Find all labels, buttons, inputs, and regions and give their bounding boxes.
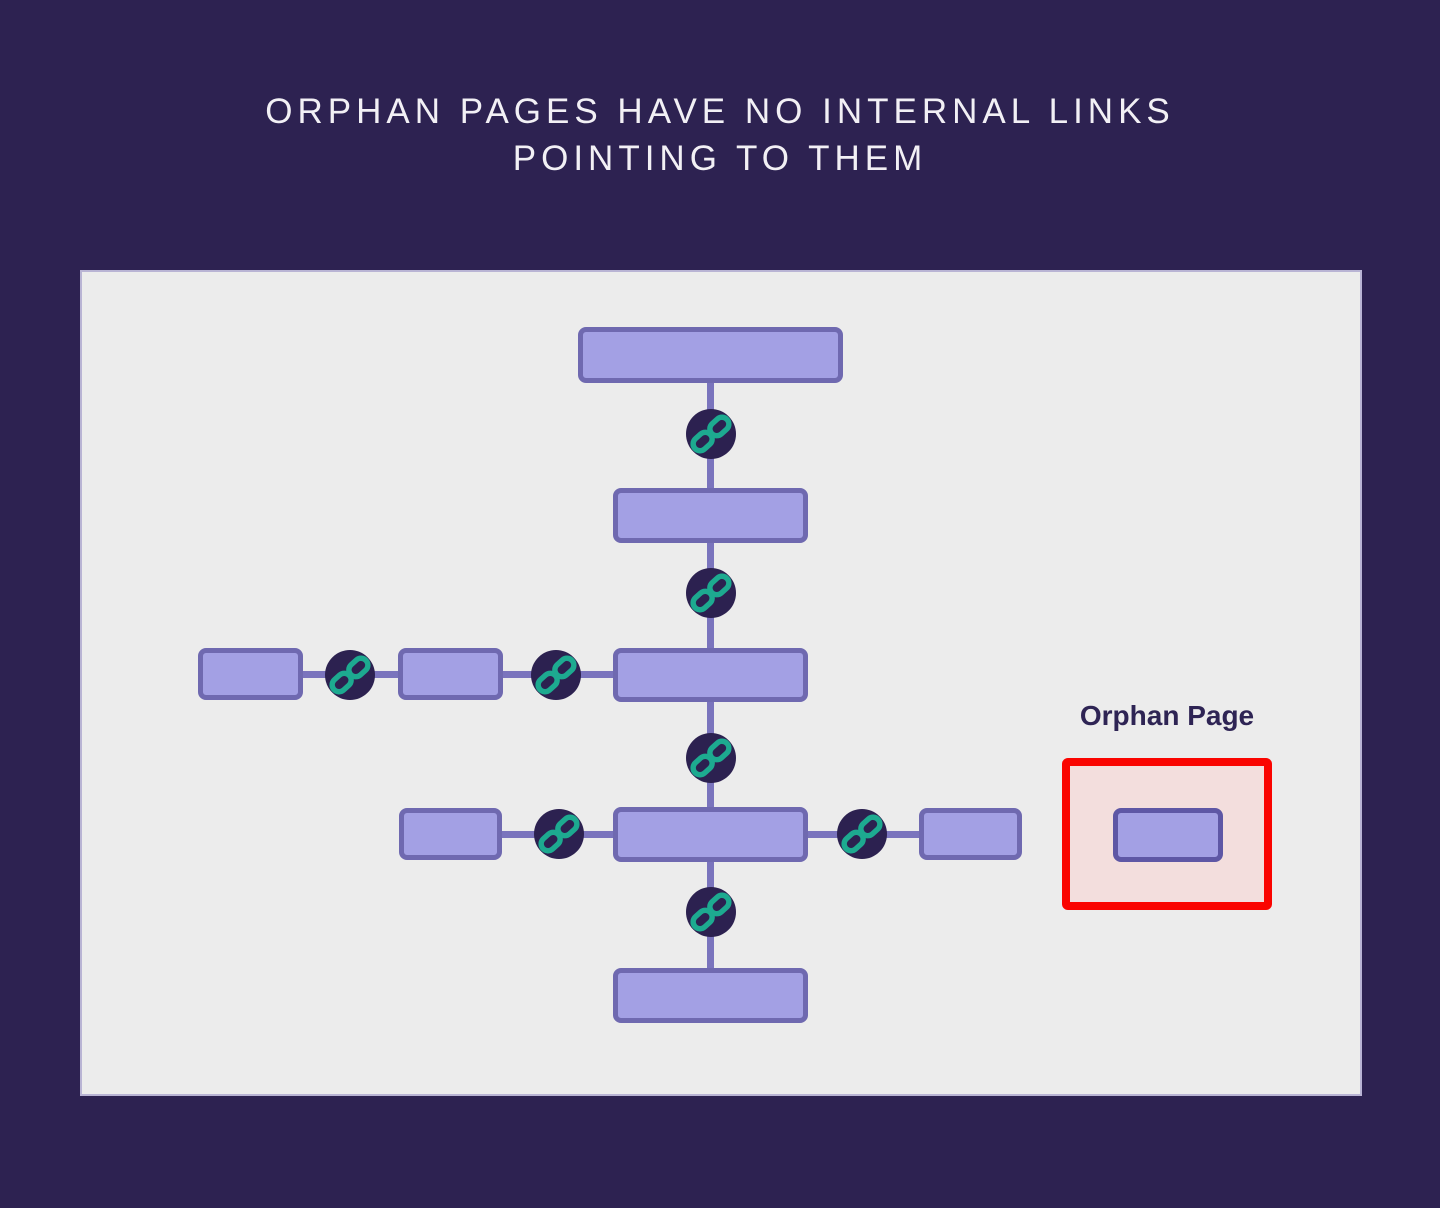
page-node-orphan-page — [1113, 808, 1223, 862]
chain-link-icon — [837, 809, 887, 859]
page-title: ORPHAN PAGES HAVE NO INTERNAL LINKS POIN… — [0, 88, 1440, 182]
chain-link-icon — [686, 887, 736, 937]
page-node-level4-right — [919, 808, 1022, 860]
page-node-top-page — [578, 327, 843, 383]
title-line-2: POINTING TO THEM — [512, 139, 928, 178]
page-node-level2-page — [613, 488, 808, 543]
chain-link-icon — [325, 650, 375, 700]
page-node-level4-left — [399, 808, 502, 860]
chain-link-icon — [531, 650, 581, 700]
page-node-bottom-page — [613, 968, 808, 1023]
page-node-level3-left-mid — [398, 648, 503, 700]
chain-link-icon — [534, 809, 584, 859]
page-node-level3-left-end — [198, 648, 303, 700]
chain-link-icon — [686, 733, 736, 783]
page-node-level3-main — [613, 648, 808, 702]
chain-link-icon — [686, 409, 736, 459]
orphan-page-label: Orphan Page — [1079, 700, 1255, 731]
title-line-1: ORPHAN PAGES HAVE NO INTERNAL LINKS — [265, 92, 1175, 131]
chain-link-icon — [686, 568, 736, 618]
page-node-level4-main — [613, 807, 808, 862]
